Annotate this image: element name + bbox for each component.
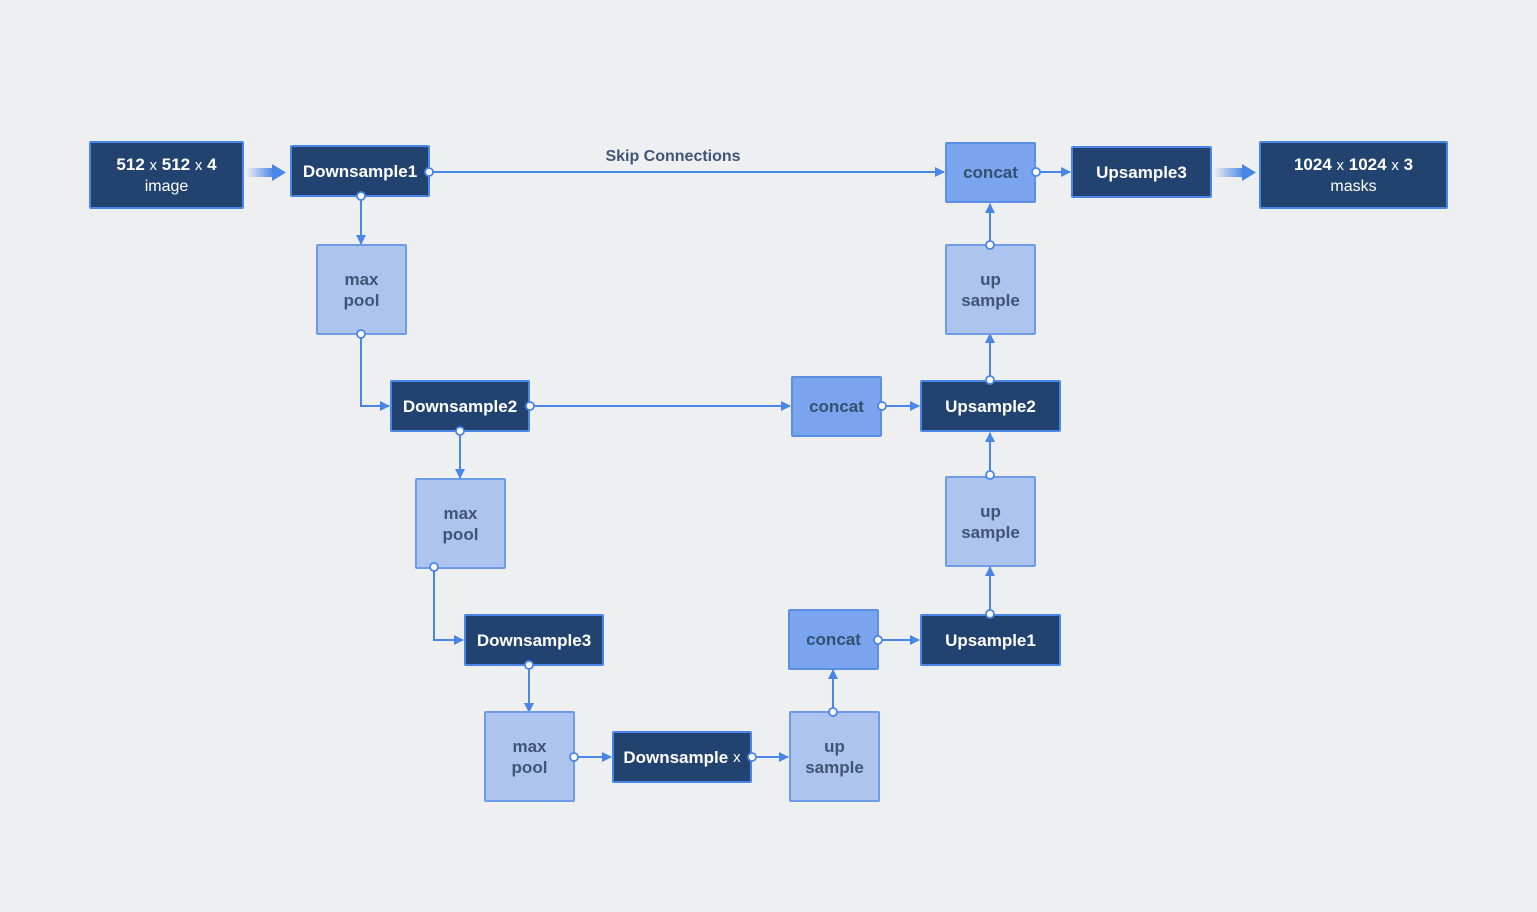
maxpool1-block: max pool bbox=[316, 244, 407, 335]
concat-middle-block: concat bbox=[791, 376, 882, 437]
output-masks-block: 1024 x 1024 x 3 masks bbox=[1259, 141, 1448, 209]
upsample-op-middle-block: up sample bbox=[945, 476, 1036, 567]
input-dim1: 512 bbox=[116, 154, 145, 174]
upsample3-block: Upsample3 bbox=[1071, 146, 1212, 198]
downsample3-block: Downsample3 bbox=[464, 614, 604, 666]
upsample1-label: Upsample1 bbox=[945, 630, 1036, 650]
concat-middle-label: concat bbox=[809, 397, 864, 416]
upsample-op-bottom-line2: sample bbox=[805, 757, 864, 777]
upsample-op-top-line1: up bbox=[980, 269, 1001, 289]
output-dim2: 1024 bbox=[1348, 154, 1387, 174]
upsample-op-middle-line2: sample bbox=[961, 522, 1020, 542]
maxpool2-block: max pool bbox=[415, 478, 506, 569]
maxpool2-line1: max bbox=[443, 503, 478, 523]
downsample3-label: Downsample3 bbox=[476, 630, 592, 650]
input-arrow bbox=[246, 164, 286, 181]
output-dim3: 3 bbox=[1403, 154, 1414, 174]
skip-connections-label: Skip Connections bbox=[605, 148, 741, 165]
maxpool3-line2: pool bbox=[511, 757, 548, 777]
upsample-op-bottom-line1: up bbox=[824, 736, 845, 756]
downsample2-label: Downsample2 bbox=[402, 396, 518, 416]
downsample-x-block: Downsample x bbox=[612, 731, 752, 783]
concat-bottom-block: concat bbox=[788, 609, 879, 670]
upsample2-block: Upsample2 bbox=[920, 380, 1061, 432]
downsample1-block: Downsample1 bbox=[290, 145, 430, 197]
output-times1: x bbox=[1336, 156, 1345, 174]
upsample2-label: Upsample2 bbox=[945, 396, 1036, 416]
input-dimensions: 512 x 512 x 4 bbox=[116, 154, 216, 176]
upsample-op-top-line2: sample bbox=[961, 290, 1020, 310]
output-label: masks bbox=[1330, 177, 1377, 195]
input-times2: x bbox=[194, 156, 203, 174]
upsample-op-middle-line1: up bbox=[980, 501, 1001, 521]
upsample-op-top-block: up sample bbox=[945, 244, 1036, 335]
maxpool2-line2: pool bbox=[442, 524, 479, 544]
input-label: image bbox=[144, 177, 189, 195]
downsample1-label: Downsample1 bbox=[302, 161, 418, 181]
upsample3-label: Upsample3 bbox=[1096, 162, 1187, 182]
output-arrow bbox=[1214, 164, 1256, 181]
maxpool3-block: max pool bbox=[484, 711, 575, 802]
input-dim3: 4 bbox=[207, 154, 217, 174]
output-times2: x bbox=[1391, 156, 1399, 174]
maxpool3-line1: max bbox=[512, 736, 547, 756]
downsample-x-suffix: x bbox=[733, 748, 741, 766]
connector-pool1-d2 bbox=[360, 334, 390, 411]
concat-top-label: concat bbox=[963, 163, 1018, 182]
maxpool1-line2: pool bbox=[343, 290, 380, 310]
concat-bottom-label: concat bbox=[806, 630, 861, 649]
upsample1-block: Upsample1 bbox=[920, 614, 1061, 666]
maxpool1-line1: max bbox=[344, 269, 379, 289]
concat-top-block: concat bbox=[945, 142, 1036, 203]
input-times1: x bbox=[149, 156, 158, 174]
downsample2-block: Downsample2 bbox=[390, 380, 530, 432]
downsample-x-label: Downsample bbox=[623, 747, 729, 767]
output-dim1: 1024 bbox=[1293, 154, 1332, 174]
output-dimensions: 1024 x 1024 x 3 bbox=[1294, 154, 1413, 176]
input-image-block: 512 x 512 x 4 image bbox=[89, 141, 244, 209]
upsample-op-bottom-block: up sample bbox=[789, 711, 880, 802]
connector-pool2-d3 bbox=[433, 567, 464, 645]
input-dim2: 512 bbox=[161, 154, 191, 174]
